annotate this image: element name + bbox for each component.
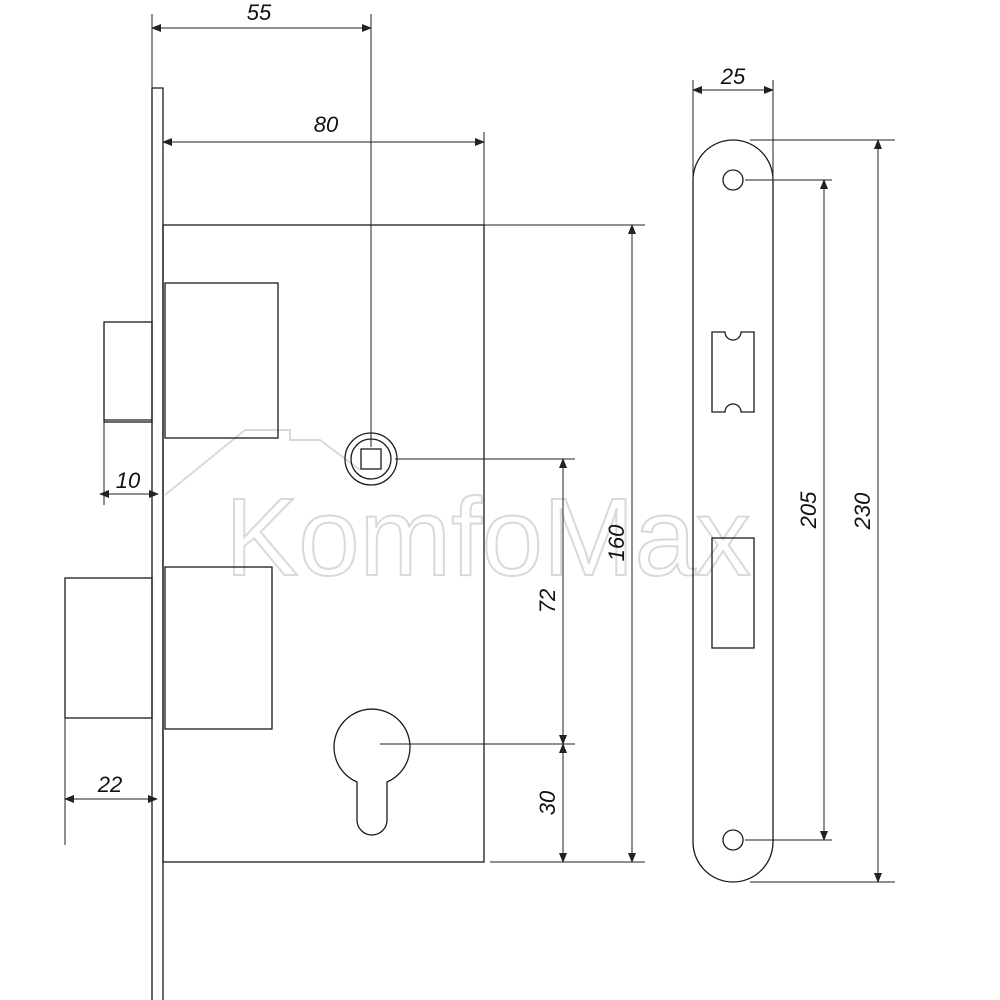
dim-body-height: 160 — [604, 524, 629, 561]
watermark-text: KomfoMax — [225, 476, 751, 599]
bolt-opening — [711, 537, 755, 649]
dim-cylinder-to-bottom: 30 — [535, 790, 560, 815]
top-screw-hole — [722, 169, 744, 191]
dim-spindle-to-cylinder: 72 — [535, 589, 560, 613]
latch-internal-block — [164, 282, 279, 439]
lock-body — [162, 224, 485, 863]
dim-bolt-projection: 22 — [97, 772, 122, 797]
dim-body-depth: 80 — [314, 112, 339, 137]
latch-opening — [711, 331, 755, 413]
latch-bolt — [103, 321, 153, 423]
cylinder-cutout — [333, 708, 411, 836]
faceplate-outline — [692, 139, 774, 883]
dim-faceplate-height: 230 — [850, 492, 875, 530]
deadbolt-internal-block — [164, 566, 273, 730]
lock-side-view — [64, 87, 485, 1000]
dim-screw-spacing: 205 — [796, 491, 821, 529]
faceplate-edge — [151, 87, 164, 1000]
watermark: KomfoMax — [164, 429, 752, 600]
side-view-dimensions: 55 80 10 22 72 30 160 — [64, 0, 645, 863]
dim-latch-projection: 10 — [116, 468, 141, 493]
bottom-screw-hole — [722, 829, 744, 851]
deadbolt — [64, 577, 153, 719]
faceplate-front-view — [692, 139, 774, 883]
dim-faceplate-width: 25 — [720, 64, 746, 89]
watermark-roof-icon — [164, 429, 361, 496]
dim-body-offset: 55 — [247, 0, 272, 25]
front-view-dimensions: 25 205 230 — [692, 64, 895, 883]
